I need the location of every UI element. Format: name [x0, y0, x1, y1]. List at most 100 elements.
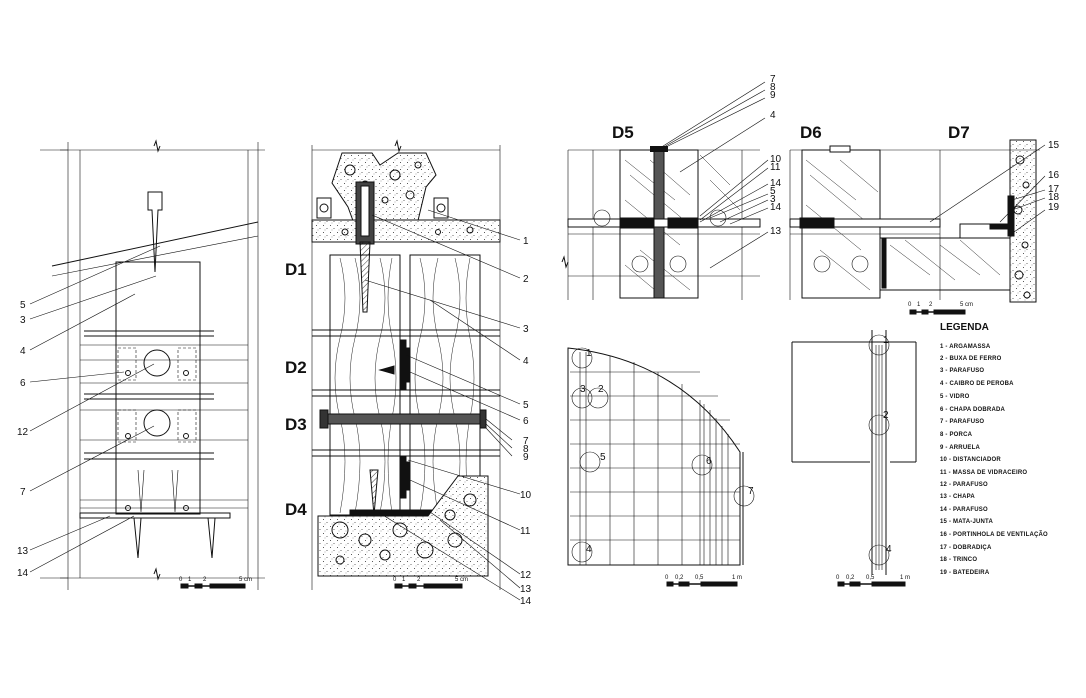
panel-d-label-3: 3	[580, 384, 586, 395]
scale-b-tick-3: 5 cm	[455, 577, 468, 583]
callout-c-3: 3	[770, 194, 776, 205]
legend-item-13: 13 - CHAPA	[940, 494, 975, 500]
callout-b-9: 9	[523, 452, 529, 463]
panel-c-callouts: 7 8 9 4 10 11 14 5 3 14 13 15 16 17 18 1…	[659, 74, 1060, 269]
panel-d-plan	[567, 347, 755, 566]
legend-item-5: 5 - VIDRO	[940, 394, 970, 400]
panel-c-sections	[561, 139, 1040, 303]
legend-item-16: 16 - PORTINHOLA DE VENTILAÇÃO	[940, 531, 1048, 538]
callout-b-12: 12	[520, 570, 532, 581]
panel-e-scale-bar: 0 0,2 0,5 1 m	[836, 575, 910, 587]
callout-b-5: 5	[523, 400, 529, 411]
panel-d-label-6: 6	[706, 456, 712, 467]
scale-a-tick-0: 0	[179, 577, 183, 583]
callout-b-10: 10	[520, 490, 532, 501]
panel-d-label-7: 7	[748, 486, 754, 497]
callout-a-3: 3	[20, 315, 26, 326]
scale-a-tick-2: 2	[203, 577, 207, 583]
scale-b-tick-0: 0	[393, 577, 397, 583]
scale-e-tick-3: 1 m	[900, 575, 910, 581]
callout-c-17: 17	[1048, 184, 1060, 195]
callout-b-6: 6	[523, 416, 529, 427]
panel-d-label-4: 4	[586, 544, 592, 555]
panel-e-label-4: 4	[886, 544, 892, 555]
panel-e-label-2: 2	[883, 410, 889, 421]
scale-a-tick-1: 1	[188, 577, 192, 583]
scale-b-tick-1: 1	[402, 577, 406, 583]
callout-c-8: 8	[770, 82, 776, 93]
legend-item-7: 7 - PARAFUSO	[940, 419, 984, 425]
scale-d-tick-0: 0	[665, 575, 669, 581]
panel-b-callouts: 1 2 3 4 5 6 7 8 9 10 11 12 13 14	[364, 209, 532, 607]
panel-c-scale-bar: 0 1 2 5 cm	[908, 302, 973, 315]
callout-b-7: 7	[523, 436, 529, 447]
callout-c-18: 18	[1048, 192, 1060, 203]
legend-item-11: 11 - MASSA DE VIDRACEIRO	[940, 470, 1027, 476]
scale-d-tick-3: 1 m	[732, 575, 742, 581]
detail-label-d7: D7	[948, 123, 970, 142]
panel-d-circle-labels: 1 3 2 5 6 7 4	[580, 348, 754, 555]
detail-label-d1: D1	[285, 260, 307, 279]
scale-c-tick-3: 5 cm	[960, 302, 973, 308]
legend: LEGENDA 1 - ARGAMASSA 2 - BUXA DE FERRO …	[940, 322, 1048, 576]
scale-c-tick-0: 0	[908, 302, 912, 308]
callout-b-11: 11	[520, 526, 531, 537]
callout-a-4: 4	[20, 346, 26, 357]
panel-d-label-1: 1	[586, 348, 592, 359]
legend-item-19: 19 - BATEDEIRA	[940, 570, 990, 576]
legend-item-2: 2 - BUXA DE FERRO	[940, 356, 1002, 362]
callout-c-14a: 14	[770, 178, 782, 189]
panel-d-label-5: 5	[600, 452, 606, 463]
callout-c-19: 19	[1048, 202, 1060, 213]
callout-a-7: 7	[20, 487, 26, 498]
callout-b-4: 4	[523, 356, 529, 367]
callout-c-7: 7	[770, 74, 776, 85]
panel-b-section	[311, 139, 501, 590]
legend-item-14: 14 - PARAFUSO	[940, 507, 988, 513]
legend-item-18: 18 - TRINCO	[940, 557, 977, 563]
detail-label-d4: D4	[285, 500, 307, 519]
legend-item-3: 3 - PARAFUSO	[940, 368, 984, 374]
callout-c-11: 11	[770, 162, 781, 173]
legend-item-10: 10 - DISTANCIADOR	[940, 457, 1001, 463]
callout-c-10: 10	[770, 154, 782, 165]
panel-d-label-2: 2	[598, 384, 604, 395]
panel-b-scale-bar: 0 1 2 5 cm	[393, 577, 468, 589]
callout-b-2: 2	[523, 274, 529, 285]
callout-b-1: 1	[523, 236, 529, 247]
scale-c-tick-2: 2	[929, 302, 933, 308]
panel-e-label-1: 1	[883, 335, 889, 346]
callout-c-9: 9	[770, 90, 776, 101]
callout-b-8: 8	[523, 444, 529, 455]
callout-a-12: 12	[17, 427, 29, 438]
callout-c-4: 4	[770, 110, 776, 121]
detail-label-d2: D2	[285, 358, 307, 377]
legend-item-4: 4 - CAIBRO DE PEROBA	[940, 381, 1014, 387]
legend-item-1: 1 - ARGAMASSA	[940, 344, 991, 350]
callout-b-14: 14	[520, 596, 532, 607]
legend-item-6: 6 - CHAPA DOBRADA	[940, 407, 1006, 413]
callout-a-5: 5	[20, 300, 26, 311]
callout-c-14b: 14	[770, 202, 782, 213]
panel-d-scale-bar: 0 0,2 0,5 1 m	[665, 575, 742, 587]
detail-label-d6: D6	[800, 123, 822, 142]
scale-d-tick-2: 0,5	[695, 575, 704, 581]
legend-item-12: 12 - PARAFUSO	[940, 482, 988, 488]
legend-item-15: 15 - MATA-JUNTA	[940, 519, 993, 525]
legend-title: LEGENDA	[940, 322, 989, 333]
callout-a-13: 13	[17, 546, 29, 557]
scale-e-tick-2: 0,5	[866, 575, 875, 581]
callout-a-14: 14	[17, 568, 29, 579]
callout-c-13: 13	[770, 226, 782, 237]
panel-a-callouts: 5 3 4 6 12 7 13 14	[17, 245, 161, 579]
panel-a-elevation	[40, 139, 265, 590]
callout-c-5: 5	[770, 186, 776, 197]
callout-a-6: 6	[20, 378, 26, 389]
callout-b-13: 13	[520, 584, 532, 595]
scale-a-tick-3: 5 cm	[239, 577, 252, 583]
panel-c-detail-labels: D5 D6 D7	[612, 123, 970, 142]
callout-c-15: 15	[1048, 140, 1060, 151]
detail-label-d3: D3	[285, 415, 307, 434]
legend-item-17: 17 - DOBRADIÇA	[940, 545, 992, 551]
